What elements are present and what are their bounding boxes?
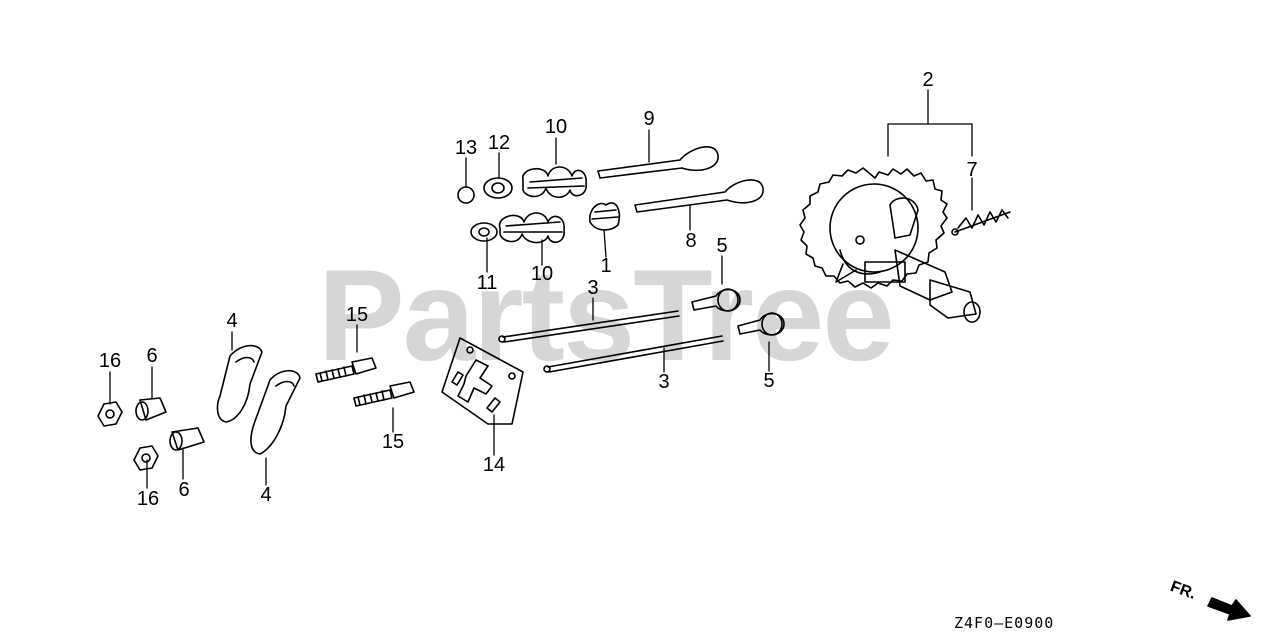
callout-15-upper: 15 (345, 304, 369, 326)
callout-6-lower: 6 (178, 479, 190, 501)
valves-drawing (597, 146, 764, 213)
callout-16-upper: 16 (98, 350, 122, 372)
rocker-arms-drawing (216, 344, 301, 455)
callout-4-lower: 4 (260, 484, 272, 506)
callout-5-lower: 5 (763, 370, 775, 392)
watermark: PartsTree (318, 242, 895, 388)
guide-plate-drawing (441, 337, 524, 425)
small-parts-drawing (457, 177, 621, 242)
callout-15-lower: 15 (381, 431, 405, 453)
front-arrow-icon (1207, 597, 1251, 621)
callout-4-upper: 4 (226, 310, 238, 332)
callout-8: 8 (685, 230, 697, 252)
spring-7-drawing (951, 209, 1011, 236)
valve-springs-drawing (498, 166, 587, 244)
pushrods-tappets-drawing (498, 288, 785, 373)
diagram-code: Z4F0—E0900 (954, 614, 1055, 632)
studs-drawing (315, 357, 415, 407)
camshaft-gear-drawing (799, 167, 981, 323)
leader-lines (109, 89, 973, 489)
callout-7: 7 (966, 159, 978, 181)
callout-2: 2 (922, 69, 934, 91)
callout-10-upper: 10 (544, 116, 568, 138)
callout-16-lower: 16 (136, 488, 160, 510)
callout-3-lower: 3 (658, 371, 670, 393)
callout-9: 9 (643, 108, 655, 130)
callout-12: 12 (487, 132, 511, 154)
callout-3-upper: 3 (587, 277, 599, 299)
callout-11: 11 (476, 272, 498, 294)
nuts-pivots-drawing (97, 397, 205, 471)
callout-13: 13 (454, 137, 478, 159)
callout-1: 1 (600, 255, 612, 277)
callout-6-upper: 6 (146, 345, 158, 367)
callout-10-lower: 10 (530, 263, 554, 285)
callout-5-upper: 5 (716, 235, 728, 257)
callout-14: 14 (482, 454, 506, 476)
